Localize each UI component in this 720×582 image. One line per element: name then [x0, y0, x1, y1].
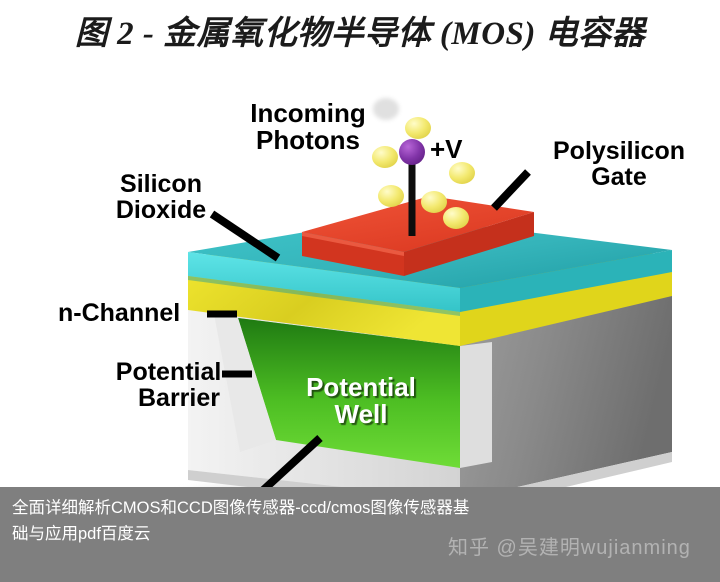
label-silicon-dioxide: Silicon Dioxide [115, 170, 207, 224]
watermark-band [0, 487, 720, 582]
label-polysilicon-gate: Polysilicon Gate [553, 137, 685, 191]
potential-well-face [238, 318, 460, 468]
positive-contact-sphere [399, 139, 425, 165]
polysilicon-gate-left-face [302, 232, 404, 276]
oxide-channel-seam [188, 276, 460, 316]
label-potential-barrier: Potential – Barrier [115, 358, 243, 412]
label-incoming-photons: Incoming Photons [250, 98, 366, 155]
silicon-dioxide-left-face [188, 252, 460, 312]
polysilicon-gate-top [302, 196, 534, 252]
page-title: 图 2 - 金属氧化物半导体 (MOS) 电容器 [74, 16, 646, 52]
incoming-photons-group [372, 98, 475, 229]
label-n-channel: n-Channel [58, 299, 181, 327]
potential-well-right-bevel [460, 342, 492, 468]
zhihu-attribution: 知乎 @吴建明wujianming [448, 537, 691, 559]
photon [449, 162, 475, 184]
photon [405, 117, 431, 139]
label-positive-voltage: +V [430, 134, 463, 164]
photon [372, 146, 398, 168]
silicon-dioxide-right-face [460, 250, 672, 312]
photon [443, 207, 469, 229]
polysilicon-gate-edge-highlight [302, 232, 404, 256]
label-potential-well: Potential Well [306, 372, 416, 429]
polysilicon-gate-leader [491, 169, 531, 211]
watermark-caption: 全面详细解析CMOS和CCD图像传感器-ccd/cmos图像传感器基础与应用pd… [12, 499, 470, 543]
photon [373, 98, 399, 120]
substrate-right-face [460, 280, 672, 500]
photon [421, 191, 447, 213]
polysilicon-gate-right-face [404, 212, 534, 276]
silicon-dioxide-leader [209, 210, 281, 262]
potential-well-left-bevel [214, 314, 276, 452]
photon [378, 185, 404, 207]
